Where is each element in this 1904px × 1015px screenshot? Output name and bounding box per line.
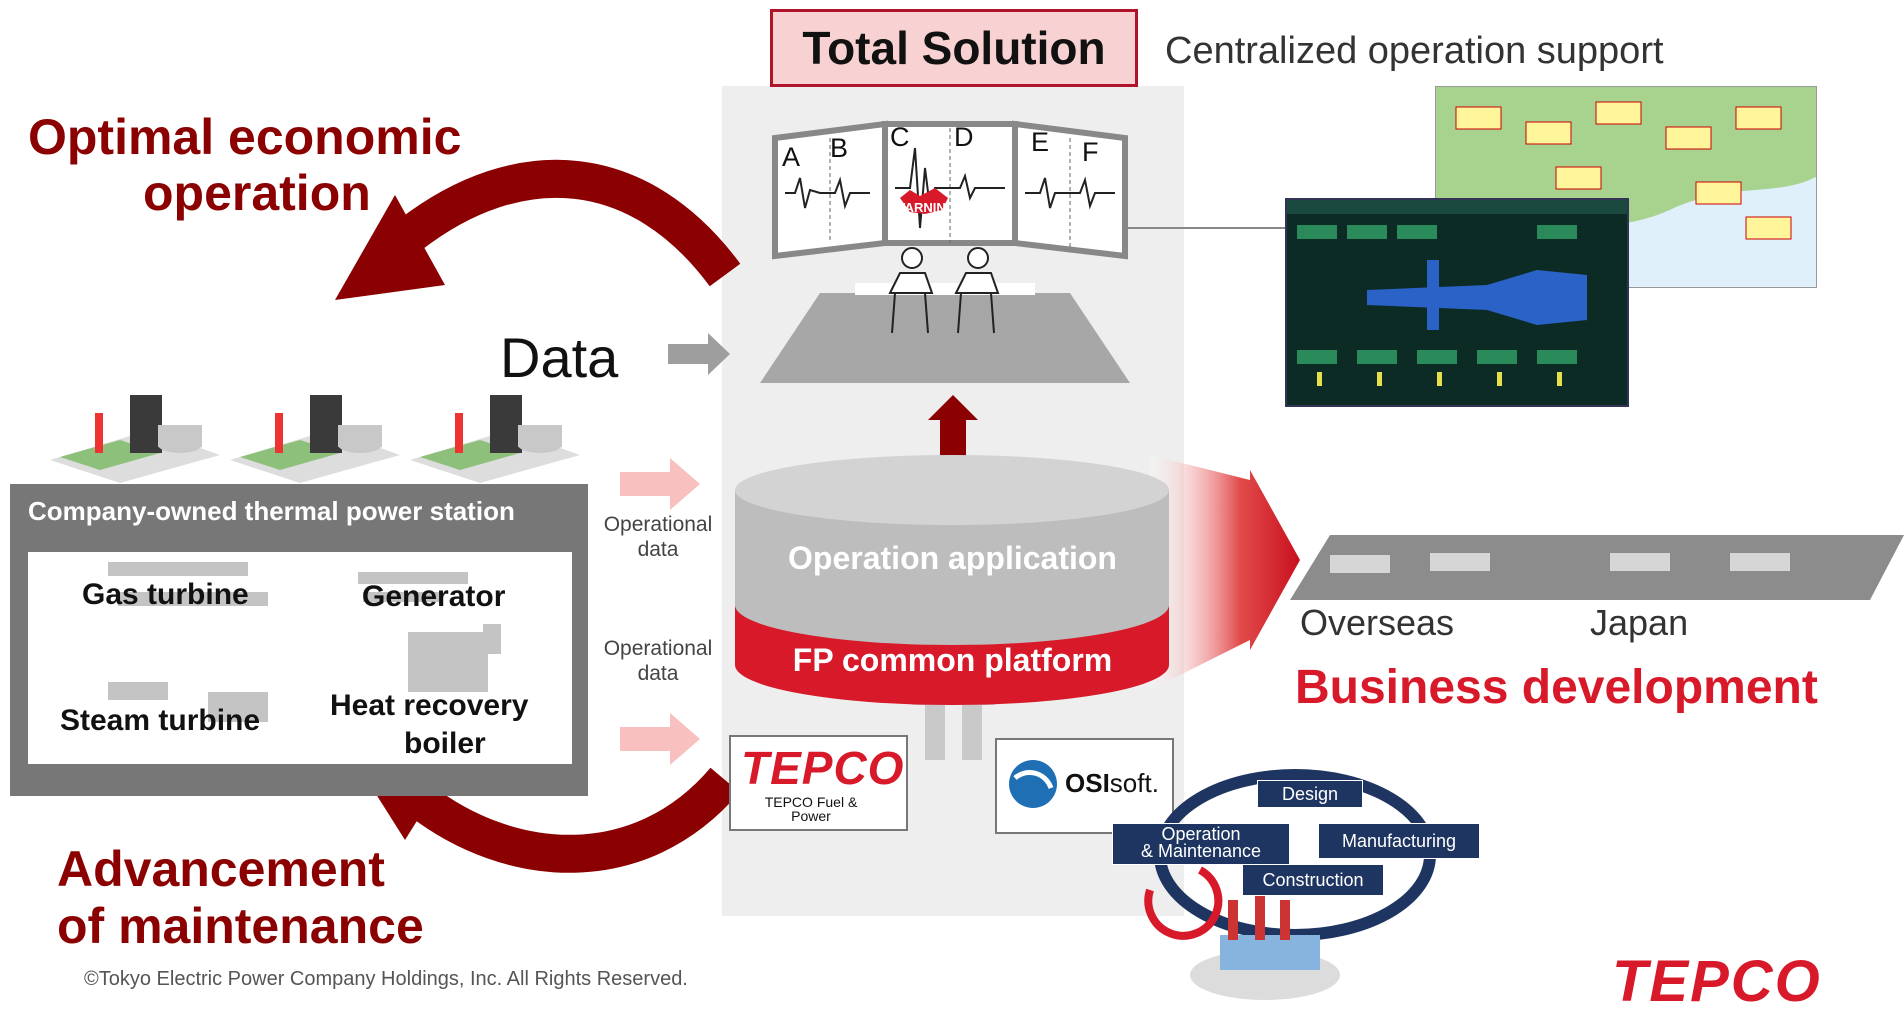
station-title: Company-owned thermal power station — [28, 496, 515, 526]
optimal-arrowhead — [335, 195, 445, 300]
plant-monitor-graphic — [1287, 200, 1627, 405]
cylinder-grey-body — [735, 490, 1169, 645]
control-room-floor — [760, 293, 1130, 383]
osisoft-text: OSIsoft. — [1065, 768, 1159, 799]
cycle-design: Design — [1257, 780, 1363, 808]
screen-label-a: A — [782, 142, 801, 172]
steam-turbine-label: Steam turbine — [60, 704, 261, 737]
screen-label-d: D — [954, 122, 974, 152]
cycle-red-arrow — [1144, 866, 1223, 940]
copyright-text: ©Tokyo Electric Power Company Holdings, … — [84, 968, 688, 990]
data-label: Data — [500, 326, 619, 389]
plant-monitor-screen — [1285, 198, 1629, 407]
maintenance-arrow — [408, 767, 740, 873]
cycle-construction: Construction — [1242, 864, 1384, 896]
centralized-support-label: Centralized operation support — [1165, 30, 1664, 72]
screen-label-e: E — [1031, 127, 1050, 157]
business-development-label: Business development — [1295, 661, 1818, 714]
steam-turbine-sketch — [108, 682, 268, 722]
operator-2 — [954, 247, 1000, 334]
osisoft-text-rest: soft. — [1109, 768, 1159, 798]
cycle-operation-maintenance: Operation & Maintenance — [1112, 823, 1290, 865]
fp-common-platform-label: FP common platform — [792, 642, 1113, 678]
waveform-3 — [1025, 176, 1115, 210]
cycle-operation-line1: Operation — [1161, 824, 1241, 844]
equipment-sketches — [108, 562, 501, 722]
optimal-operation-arrow — [398, 159, 741, 287]
pink-arrow-2 — [620, 713, 700, 765]
advancement-line2: of maintenance — [57, 898, 424, 954]
optimal-economic-line2: operation — [143, 165, 371, 221]
screen-label-f: F — [1082, 137, 1099, 167]
screen-label-c: C — [890, 122, 910, 152]
platform-cylinder — [735, 455, 1169, 705]
plant-icons-row — [50, 395, 580, 483]
heat-recovery-label-1: Heat recovery — [330, 689, 529, 722]
osisoft-logo: OSIsoft. — [995, 738, 1174, 834]
business-plants — [1290, 535, 1904, 600]
operator-1 — [888, 247, 934, 334]
operational-data-label-1: Operational data — [590, 512, 726, 562]
japan-platform — [1530, 535, 1904, 600]
overseas-label: Overseas — [1300, 602, 1455, 643]
warning-burst — [900, 188, 948, 214]
gas-turbine-sketch — [108, 562, 268, 606]
tepco-logo-text: TEPCO — [741, 742, 905, 794]
gas-turbine-label: Gas turbine — [82, 578, 249, 611]
pink-arrow-1 — [620, 458, 700, 510]
plant-icon-1 — [50, 395, 220, 483]
operational-data-1-line1: Operational — [603, 513, 713, 536]
tepco-fuel-power-logo: TEPCO TEPCO Fuel & Power — [729, 735, 908, 831]
operational-data-2-line2: data — [637, 662, 679, 685]
generator-sketch — [358, 572, 468, 602]
japan-label: Japan — [1590, 602, 1689, 643]
tepco-fuel-power-text: TEPCO Fuel & Power — [764, 794, 858, 824]
cylinder-top — [735, 455, 1169, 525]
osisoft-text-bold: OSI — [1065, 768, 1110, 798]
data-arrow — [668, 333, 730, 375]
osisoft-globe-icon — [1009, 760, 1057, 808]
screen-label-b: B — [830, 133, 849, 163]
total-solution-title: Total Solution — [770, 9, 1138, 87]
operational-data-2-line1: Operational — [603, 637, 713, 660]
control-room — [760, 120, 1130, 383]
tepco-footer-logo: TEPCO — [1612, 949, 1822, 1014]
plant-icon-3 — [410, 395, 580, 483]
business-arrow — [1150, 455, 1300, 690]
factory-icon — [1190, 895, 1340, 1000]
cycle-manufacturing: Manufacturing — [1318, 823, 1480, 859]
operation-application-label: Operation application — [788, 540, 1117, 576]
operational-data-label-2: Operational data — [590, 636, 726, 686]
generator-label: Generator — [362, 580, 506, 613]
optimal-economic-line1: Optimal economic — [28, 109, 462, 165]
operational-data-1-line2: data — [637, 538, 679, 561]
heat-recovery-label-2: boiler — [404, 727, 486, 760]
warning-label: WARNING — [893, 200, 956, 215]
cycle-operation-line2: & Maintenance — [1140, 841, 1262, 861]
advancement-line1: Advancement — [57, 841, 385, 897]
hrsg-sketch — [408, 624, 501, 692]
waveform-1 — [785, 176, 870, 210]
plant-icon-2 — [230, 395, 400, 483]
